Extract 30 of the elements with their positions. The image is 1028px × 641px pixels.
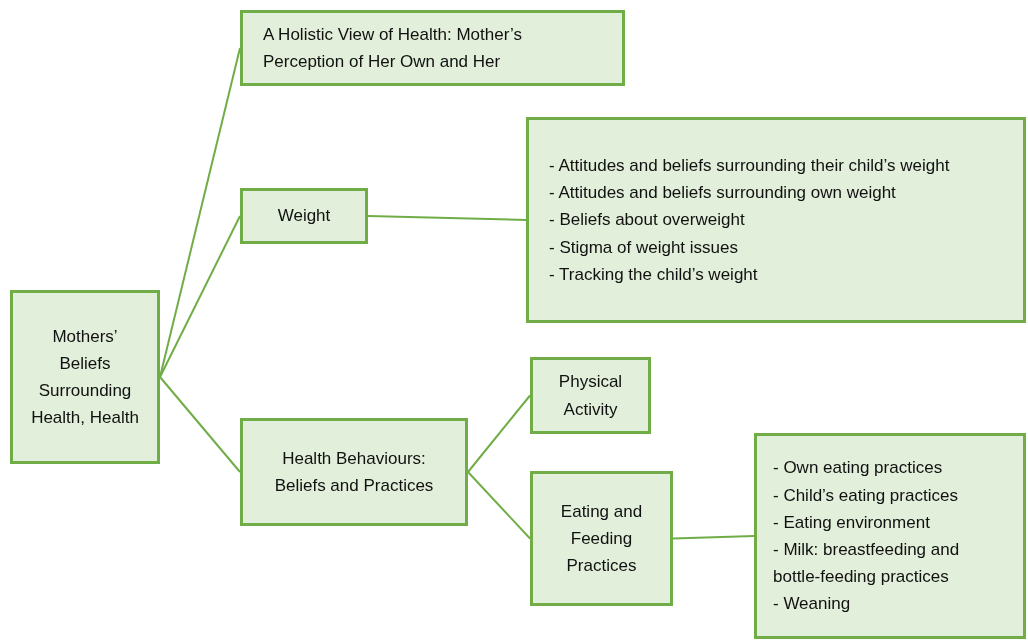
topic-box xyxy=(10,290,160,464)
connector-line xyxy=(672,535,755,540)
topic-text: - Beliefs about overweight xyxy=(549,209,745,232)
connector-line xyxy=(467,394,531,473)
connector-line xyxy=(159,376,241,473)
topic-box xyxy=(530,471,673,606)
topic-text: - Milk: breastfeeding and bottle-feeding practices xyxy=(773,539,961,589)
topic-text: Physical Activity xyxy=(557,371,624,421)
topic-text: - Stigma of weight issues xyxy=(549,236,738,259)
topic-text: Health Behaviours: Beliefs and Practices xyxy=(273,447,435,497)
topic-text: - Own eating practices xyxy=(773,457,943,480)
topic-text: - Weaning xyxy=(773,593,851,616)
topic-text: - Tracking the child’s weight xyxy=(549,263,758,286)
topic-box xyxy=(530,357,651,434)
topic-text: Mothers’ Beliefs Surrounding Health, Health xyxy=(30,325,140,430)
connector-line xyxy=(467,471,531,540)
topic-text: Eating and Feeding Practices xyxy=(559,500,644,578)
topic-box xyxy=(240,418,468,526)
topic-text: A Holistic View of Health: Mother’s Perception of Her Own and Her xyxy=(263,23,523,73)
topic-text: - Attitudes and beliefs surrounding their child’s weight xyxy=(549,155,950,178)
topic-text: Weight xyxy=(277,205,331,228)
topic-text: - Child’s eating practices xyxy=(773,484,958,507)
topic-box xyxy=(754,433,1026,639)
connector-line xyxy=(367,215,527,221)
topic-box xyxy=(240,188,368,244)
topic-text: - Attitudes and beliefs surrounding own weight xyxy=(549,182,896,205)
topic-box xyxy=(526,117,1026,323)
topic-box xyxy=(240,10,625,86)
topic-text: - Eating environment xyxy=(773,511,930,534)
connector-line xyxy=(159,215,241,378)
